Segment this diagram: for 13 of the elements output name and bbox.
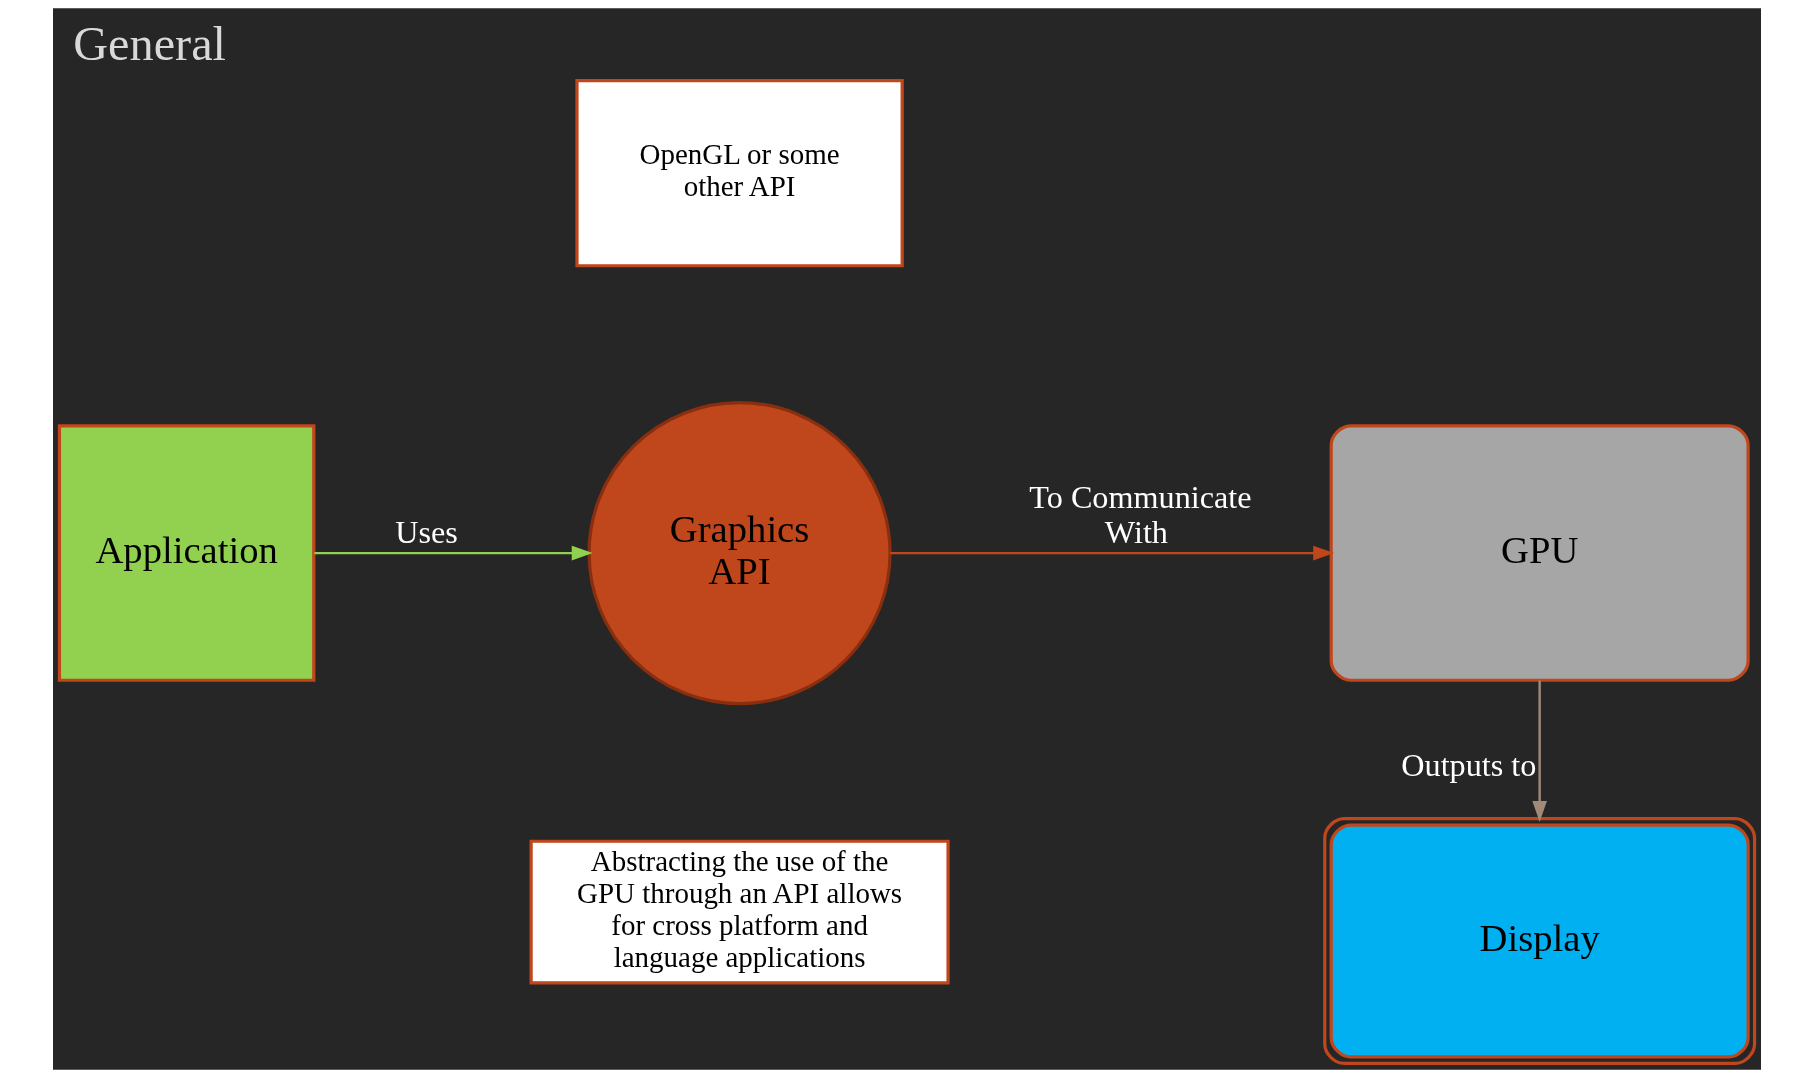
diagram-title: General	[73, 16, 226, 70]
edge-label: To Communicate With	[1029, 479, 1252, 551]
node-box: OpenGL or some other API	[575, 79, 904, 268]
arrow	[1532, 680, 1547, 822]
edge-label: Outputs to	[1401, 746, 1537, 783]
arrow	[314, 545, 593, 561]
node-box: GPU	[1329, 424, 1750, 682]
arrow	[890, 545, 1335, 561]
node-circle: Graphics API	[587, 400, 892, 706]
edge-label: Uses	[395, 514, 458, 551]
node-box: Abstracting the use of the GPU through an API allows for cross platform and language applications	[529, 839, 950, 985]
node-box: Application	[57, 424, 316, 682]
node-box: Display	[1323, 817, 1757, 1065]
